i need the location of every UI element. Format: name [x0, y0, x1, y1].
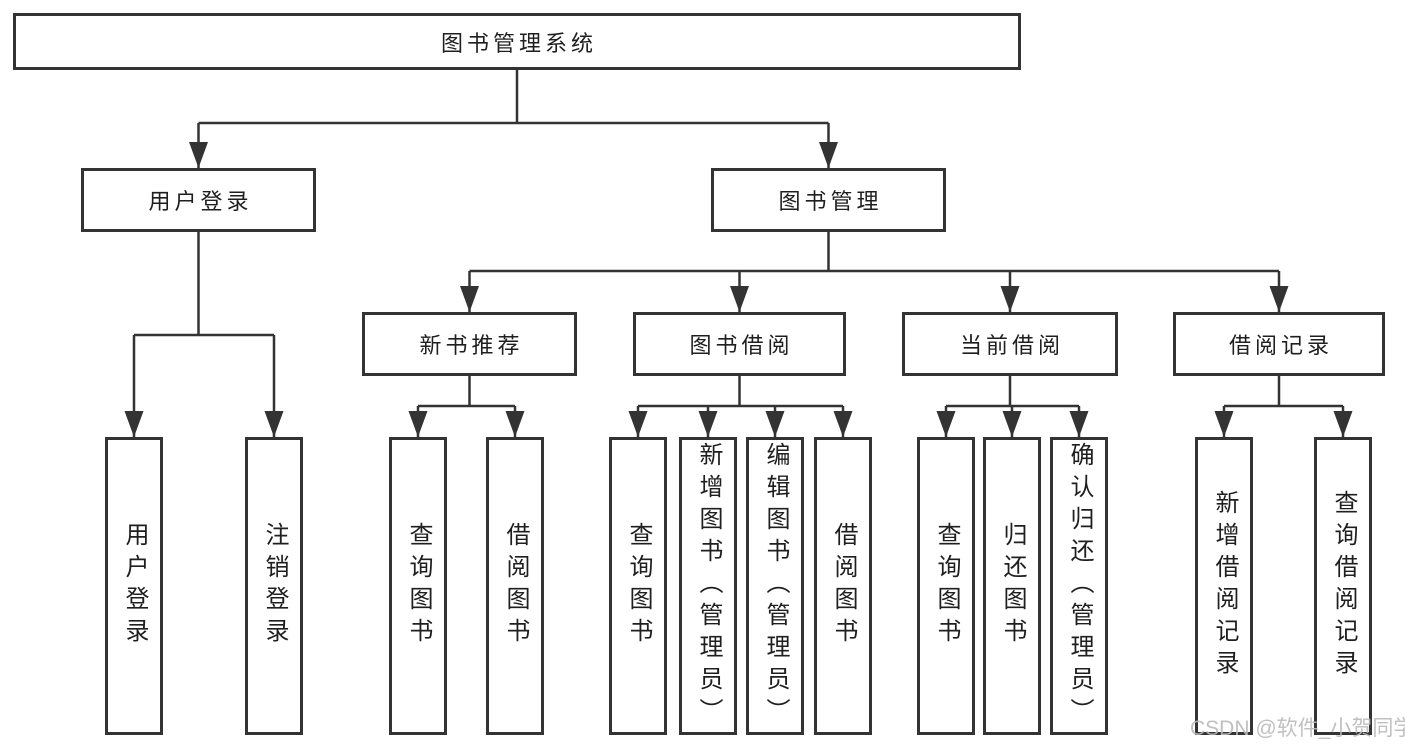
node-label: 归还图书 [999, 522, 1026, 650]
node-label: 新增借阅记录 [1211, 490, 1238, 682]
node-label: 新增图书（管理员） [695, 442, 722, 730]
node-book-borrowing: 图书借阅 [633, 312, 846, 376]
node-label: 借阅图书 [830, 522, 857, 650]
node-label: 图书管理 [778, 189, 883, 214]
leaf-return-books: 归还图书 [983, 437, 1041, 735]
node-label: 借阅图书 [502, 522, 529, 650]
leaf-confirm-return-admin: 确认归还（管理员） [1050, 437, 1108, 735]
node-label: 新书推荐 [419, 333, 524, 358]
node-label: 查询图书 [625, 522, 652, 650]
leaf-borrow-books-recommend: 借阅图书 [486, 437, 544, 735]
node-book-management: 图书管理 [711, 168, 946, 232]
leaf-add-borrow-record: 新增借阅记录 [1195, 437, 1253, 735]
leaf-query-borrow-record: 查询借阅记录 [1314, 437, 1372, 735]
node-new-book-recommendation: 新书推荐 [362, 312, 577, 376]
node-current-borrowing: 当前借阅 [902, 312, 1118, 376]
leaf-borrow-books-borrowing: 借阅图书 [814, 437, 872, 735]
node-label: 编辑图书（管理员） [762, 442, 789, 730]
leaf-query-books-current: 查询图书 [917, 437, 975, 735]
leaf-user-login: 用户登录 [105, 437, 163, 735]
leaf-query-books-recommend: 查询图书 [389, 437, 447, 735]
node-label: 当前借阅 [959, 333, 1064, 358]
leaf-query-books-borrowing: 查询图书 [609, 437, 667, 735]
watermark: CSDN @软件_小贺同学 [1190, 717, 1405, 740]
leaf-logout: 注销登录 [245, 437, 303, 735]
node-label: 用户登录 [148, 189, 253, 214]
node-label: 用户登录 [121, 522, 148, 650]
leaf-edit-books-admin: 编辑图书（管理员） [746, 437, 804, 735]
node-label: 查询图书 [933, 522, 960, 650]
node-label: 图书借阅 [689, 333, 794, 358]
node-label: 借阅记录 [1228, 333, 1333, 358]
node-label: 确认归还（管理员） [1066, 442, 1093, 730]
node-borrowing-records: 借阅记录 [1173, 312, 1385, 376]
leaf-add-books-admin: 新增图书（管理员） [679, 437, 737, 735]
node-user-login: 用户登录 [81, 168, 316, 232]
node-label: 查询图书 [405, 522, 432, 650]
node-label: 注销登录 [261, 522, 288, 650]
node-label: 查询借阅记录 [1330, 490, 1357, 682]
node-label: 图书管理系统 [440, 30, 597, 56]
node-root-system: 图书管理系统 [13, 13, 1021, 70]
